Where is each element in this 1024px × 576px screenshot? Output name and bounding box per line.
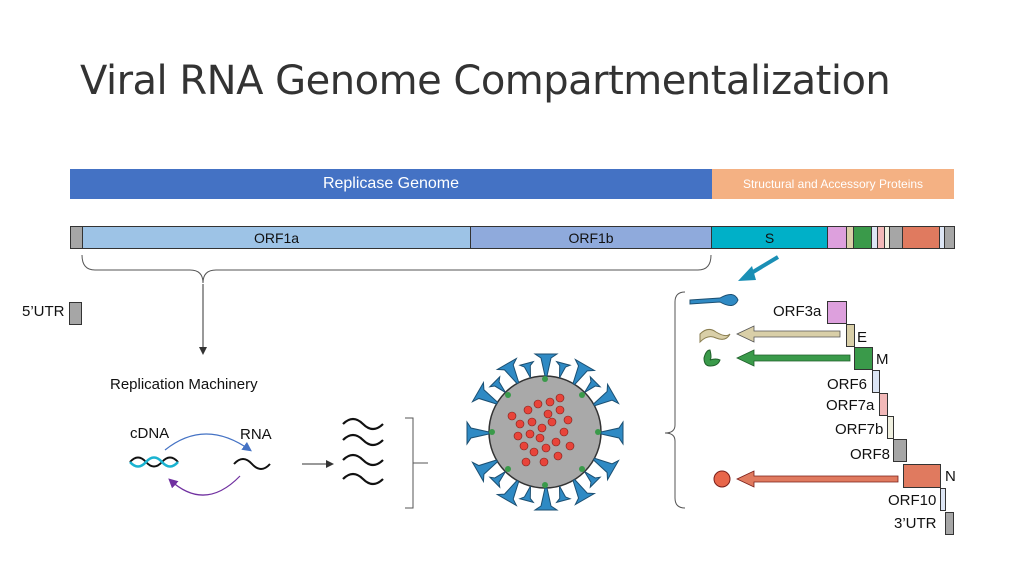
page-title: Viral RNA Genome Compartmentalization [80, 58, 891, 104]
spike-proteins [466, 353, 624, 511]
spike-protein-icon [689, 294, 739, 306]
rna-to-cdna-arrow [168, 475, 241, 496]
replication-machinery-label: Replication Machinery [110, 376, 258, 393]
utr5-label: 5’UTR [22, 303, 65, 320]
orf1b-segment: ORF1b [470, 226, 712, 249]
orf7a-block [879, 393, 888, 416]
n-label: N [945, 468, 956, 485]
orf10-label: ORF10 [888, 492, 937, 509]
structural-proteins-label: Structural and Accessory Proteins [742, 177, 924, 191]
orf6-label: ORF6 [827, 376, 868, 393]
orf1a-label: ORF1a [253, 229, 300, 246]
orf3a-label: ORF3a [773, 303, 822, 320]
utr5-block [69, 302, 82, 325]
orf3a-block [827, 301, 847, 324]
utr3-segment [944, 226, 955, 249]
replicase-brace [81, 254, 712, 284]
replicase-genome-bar: Replicase Genome [70, 169, 712, 199]
orf8-label: ORF8 [850, 446, 891, 463]
genome-map: ORF1a ORF1b S [70, 226, 955, 249]
rna-label: RNA [240, 426, 272, 443]
nucleocapsid [507, 393, 575, 467]
cdna-to-rna-arrow [164, 433, 252, 452]
orf8-block [893, 439, 907, 462]
orf7b-block [887, 416, 894, 439]
orf7a-label: ORF7a [826, 397, 875, 414]
n-block [903, 464, 941, 488]
structural-proteins-bar: Structural and Accessory Proteins [712, 169, 954, 199]
m-block [854, 347, 873, 370]
rna-strand-icon [233, 458, 271, 470]
orf10-block [940, 488, 946, 511]
e-label: E [857, 329, 868, 346]
structural-brace [664, 291, 686, 509]
n-protein-arrow [713, 470, 899, 488]
orf6-block [872, 370, 880, 393]
rna-copies-icon [342, 417, 384, 486]
m-protein-arrow [703, 349, 851, 367]
s-label: S [764, 229, 775, 246]
virion-left-brace [405, 417, 428, 509]
utr3-label: 3’UTR [894, 515, 937, 532]
orf1b-label: ORF1b [568, 229, 614, 246]
orf7b-label: ORF7b [835, 421, 884, 438]
membrane-proteins [489, 376, 601, 488]
cdna-helix-icon [129, 456, 179, 468]
s-pointer-arrow [738, 255, 780, 281]
e-block [846, 324, 855, 347]
replicase-genome-label: Replicase Genome [322, 175, 460, 192]
utr3-block [945, 512, 954, 535]
virion-icon [466, 353, 624, 511]
e-protein-arrow [699, 325, 841, 344]
cdna-label: cDNA [130, 425, 170, 442]
m-label: M [876, 351, 889, 368]
